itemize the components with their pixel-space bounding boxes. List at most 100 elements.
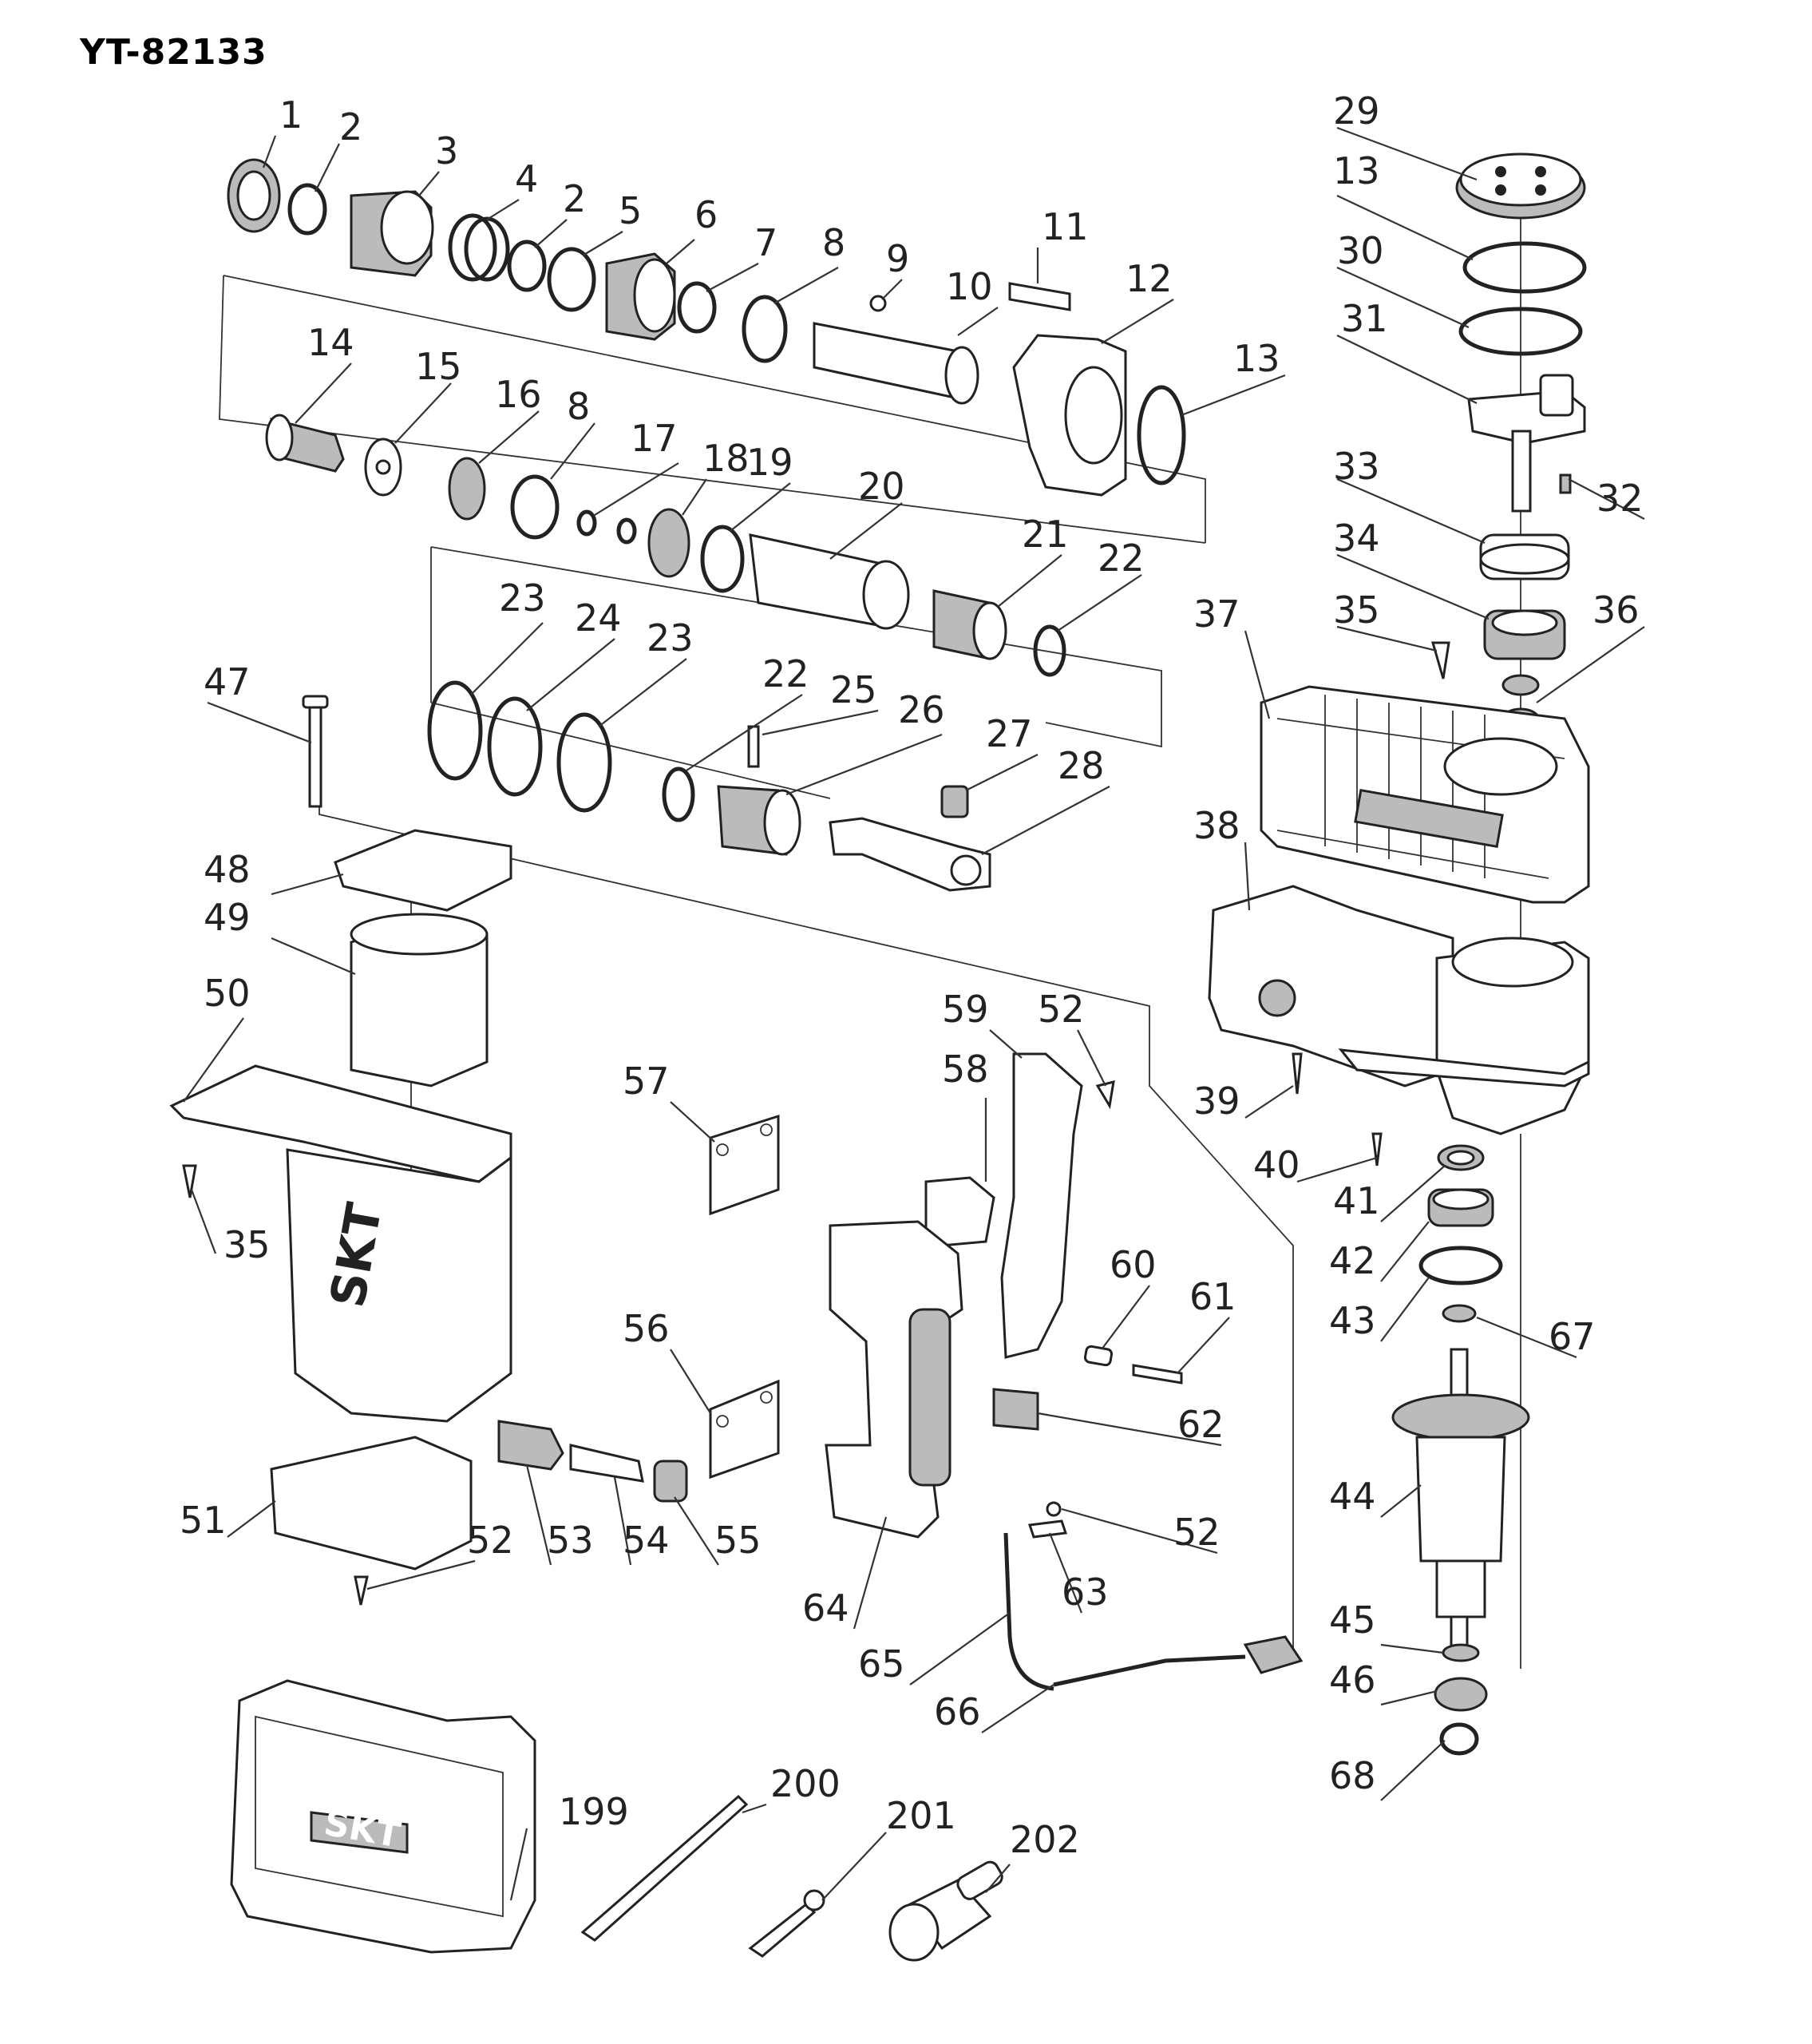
label-55: 55 (714, 1519, 762, 1562)
part-52c-shape (1046, 1501, 1062, 1517)
part-52b-shape (1095, 1079, 1115, 1110)
handle-assembly (709, 1052, 1304, 1691)
part-17-shape (576, 509, 597, 537)
label-67: 67 (1549, 1315, 1596, 1358)
label-36: 36 (1592, 588, 1640, 632)
part-27-shape (940, 785, 969, 818)
part-16-shape (448, 457, 486, 521)
part-53-shape (497, 1420, 564, 1471)
label-11: 11 (1042, 205, 1089, 248)
label-20: 20 (858, 465, 905, 508)
part-23-shape (427, 680, 483, 781)
part-24-shape (487, 696, 543, 797)
label-21: 21 (1022, 513, 1069, 556)
part-40-shape (1371, 1132, 1383, 1167)
accessories (230, 1679, 1003, 1962)
label-13: 13 (1233, 337, 1280, 380)
piston-assembly (265, 414, 1066, 677)
part-19-shape (700, 525, 745, 593)
label-1: 1 (279, 93, 303, 137)
label-40: 40 (1253, 1143, 1300, 1186)
label-23: 23 (499, 576, 546, 620)
label-42: 42 (1329, 1239, 1376, 1282)
label-199: 199 (559, 1790, 629, 1833)
label-61: 61 (1189, 1275, 1236, 1318)
part-61-shape (1132, 1364, 1183, 1384)
label-28: 28 (1058, 744, 1105, 787)
label-53: 53 (547, 1519, 594, 1562)
label-5: 5 (619, 189, 642, 232)
part-4-shape (448, 213, 497, 282)
label-27: 27 (986, 712, 1033, 755)
handle-grip (908, 1308, 951, 1487)
part-35-shape (1431, 641, 1450, 679)
label-47: 47 (204, 660, 251, 703)
part-46-shape (1434, 1677, 1488, 1712)
part-13-shape (1137, 385, 1186, 485)
part-7-shape (677, 281, 717, 334)
label-4: 4 (515, 157, 538, 200)
label-64: 64 (802, 1586, 849, 1630)
label-26: 26 (898, 688, 945, 731)
label-52c: 52 (1173, 1511, 1221, 1554)
part-51-shape (270, 1436, 473, 1571)
part-5-shape (547, 247, 596, 312)
part-199-shape (230, 1679, 536, 1954)
label-52b: 52 (1038, 988, 1085, 1031)
label-35: 35 (1333, 588, 1380, 632)
label-22b: 22 (762, 652, 809, 695)
label-2b: 2 (563, 177, 586, 220)
part-59-shape (1000, 1052, 1083, 1359)
label-201: 201 (886, 1794, 956, 1837)
part-38-shape (1208, 885, 1454, 1087)
part-201-shape (748, 1902, 817, 1958)
label-3: 3 (435, 129, 458, 172)
label-15: 15 (415, 345, 462, 388)
label-9: 9 (886, 237, 909, 280)
label-65: 65 (858, 1642, 905, 1686)
part-11-shape (1008, 282, 1071, 311)
part-23b-shape (556, 712, 612, 813)
part-47-shape (308, 701, 322, 808)
part-22b-shape (662, 766, 695, 822)
armature-stack (1391, 1144, 1530, 1756)
label-57: 57 (623, 1060, 670, 1103)
part-2-shape (287, 183, 327, 236)
part-55-shape (653, 1460, 688, 1503)
label-19: 19 (746, 441, 793, 484)
label-31: 31 (1341, 297, 1388, 340)
label-6: 6 (694, 193, 718, 236)
label-14: 14 (307, 321, 354, 364)
label-24: 24 (575, 596, 622, 640)
part-60-shape (1083, 1345, 1114, 1367)
label-2: 2 (339, 105, 362, 149)
label-60: 60 (1110, 1243, 1157, 1286)
part-22-shape (1033, 624, 1066, 677)
label-48: 48 (204, 848, 251, 891)
part-28-shape (829, 817, 991, 892)
gear-housing (1260, 685, 1590, 904)
label-63: 63 (1062, 1571, 1109, 1614)
label-46: 46 (1329, 1658, 1376, 1701)
label-43: 43 (1329, 1299, 1376, 1342)
part-67-shape (1442, 1304, 1477, 1323)
label-12: 12 (1126, 257, 1173, 300)
label-23b: 23 (647, 616, 694, 660)
label-200: 200 (770, 1762, 841, 1805)
part-63-shape (1027, 1519, 1068, 1539)
motor-housing (1208, 885, 1590, 1167)
part-45-shape (1442, 1643, 1480, 1662)
part-8b-shape (510, 474, 560, 540)
part-43-shape (1418, 1246, 1503, 1285)
part-35b-shape (182, 1164, 197, 1198)
label-58: 58 (942, 1048, 989, 1091)
part-62-shape (992, 1388, 1039, 1431)
part-25-shape (747, 725, 760, 768)
label-32: 32 (1596, 477, 1644, 520)
label-56: 56 (623, 1307, 670, 1350)
label-18: 18 (702, 437, 750, 480)
label-8: 8 (822, 221, 845, 264)
part-200-shape (580, 1794, 749, 1942)
cover-cap-assembly (1431, 153, 1587, 730)
